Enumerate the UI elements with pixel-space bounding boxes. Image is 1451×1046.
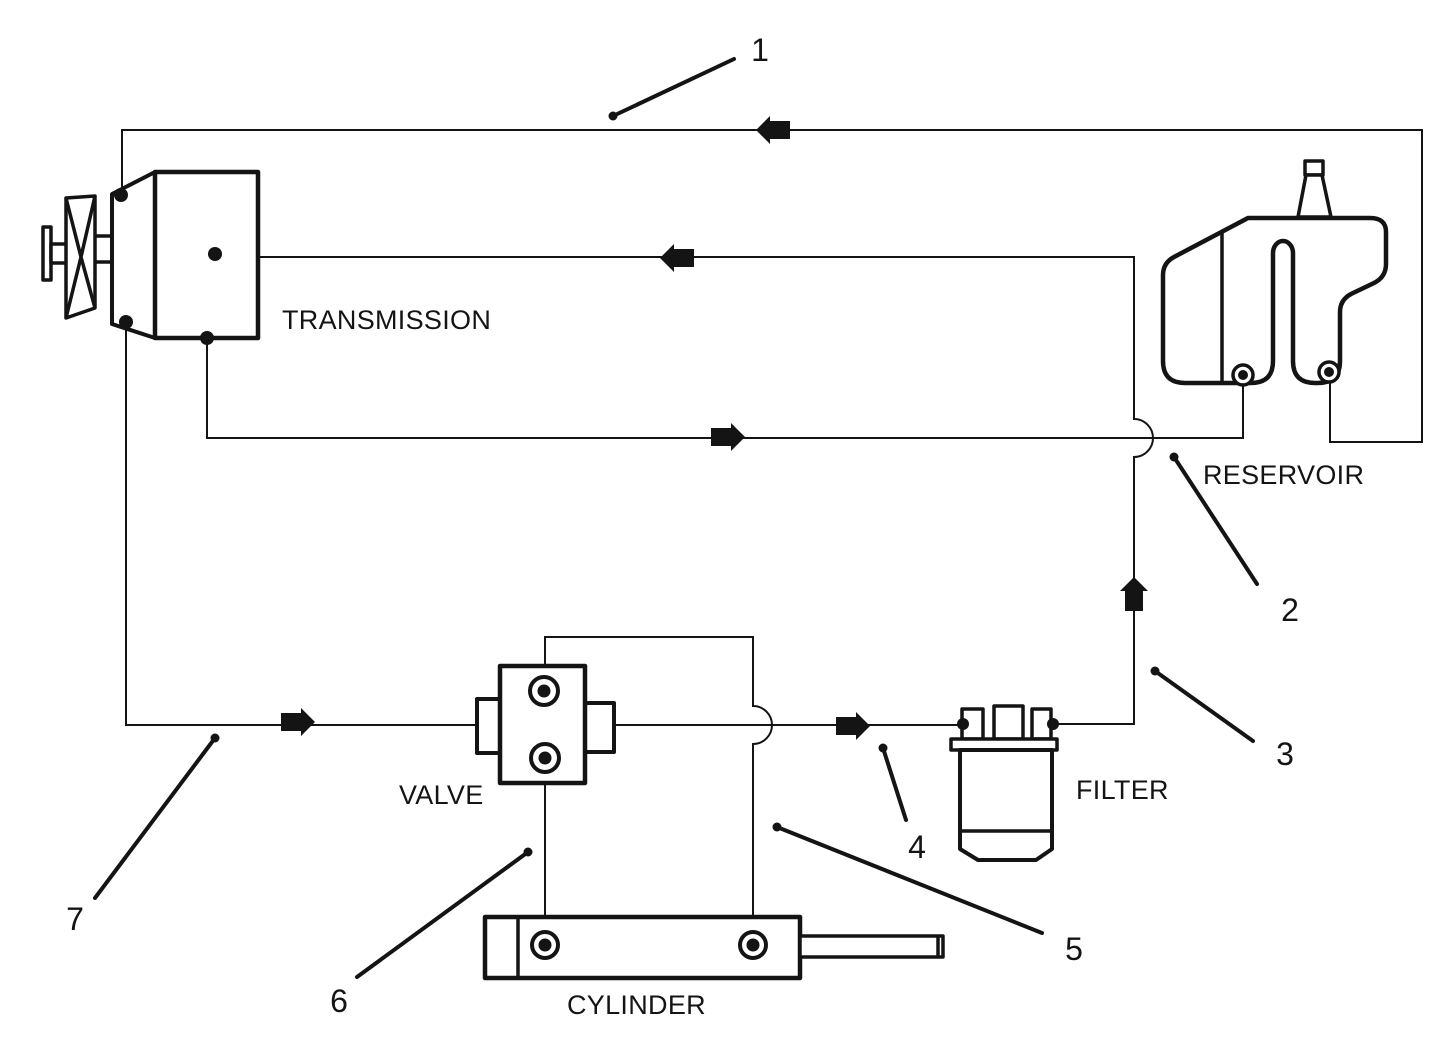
- cylinder-symbol: [482, 914, 945, 981]
- flow-arrow-right-icon: [836, 712, 870, 740]
- callout-3: 3: [1276, 736, 1294, 772]
- leader-3: [1150, 666, 1255, 743]
- callout-5: 5: [1065, 931, 1083, 967]
- filter-canister: [958, 748, 1054, 862]
- valve-left-tab: [475, 697, 503, 755]
- valve-port-top: [528, 675, 560, 707]
- cylinder-port-left: [530, 930, 560, 960]
- callout-7: 7: [66, 901, 84, 937]
- filter-port-right: [1047, 718, 1059, 730]
- leader-6: [355, 847, 533, 979]
- transmission-port-top: [114, 188, 128, 202]
- cylinder-rod: [798, 934, 945, 959]
- pipe-transmission-to-valve: [125, 322, 477, 726]
- transmission-hub: [95, 234, 112, 264]
- transmission-label: TRANSMISSION: [282, 305, 491, 335]
- transmission-body: [152, 169, 261, 341]
- reservoir-port-right: [1317, 360, 1341, 384]
- valve-right-tab: [582, 701, 616, 754]
- reservoir-filler-cap: [1303, 159, 1325, 177]
- callout-1: 1: [751, 32, 769, 68]
- leader-5: [772, 822, 1044, 935]
- flow-arrow-right-icon: [281, 708, 315, 736]
- callout-leaders: [93, 57, 1259, 979]
- reservoir-symbol: [1160, 159, 1389, 387]
- valve-symbol: [475, 663, 616, 786]
- callout-6: 6: [330, 983, 348, 1019]
- callout-2: 2: [1281, 592, 1299, 628]
- reservoir-filler-neck: [1296, 173, 1333, 219]
- transmission-port-center: [208, 247, 222, 261]
- transmission-symbol: [41, 169, 261, 345]
- flow-arrow-right-icon: [711, 423, 745, 451]
- transmission-pulley-icon: [64, 194, 97, 320]
- transmission-port-bottom: [200, 331, 214, 345]
- leader-7: [93, 733, 220, 900]
- filter-port-left: [957, 718, 969, 730]
- leader-1: [608, 57, 736, 121]
- valve-label: VALVE: [399, 780, 484, 810]
- filter-symbol: [949, 704, 1059, 862]
- callout-numbers: 1 2 3 4 5 6 7: [66, 32, 1299, 1019]
- transmission-port-bottom-left: [119, 315, 133, 329]
- reservoir-label: RESERVOIR: [1203, 460, 1364, 490]
- flow-arrow-left-icon: [660, 244, 694, 272]
- labels: TRANSMISSION RESERVOIR VALVE FILTER CYLI…: [282, 305, 1364, 1020]
- flow-arrow-up-icon: [1120, 577, 1148, 611]
- leader-2: [1169, 452, 1259, 586]
- leader-4: [878, 743, 908, 822]
- pipe-transmission-to-reservoir: [206, 338, 1244, 439]
- reservoir-port-left: [1231, 363, 1255, 387]
- cylinder-port-right: [738, 930, 768, 960]
- flow-arrow-left-icon: [756, 116, 790, 144]
- flow-arrows: [281, 116, 1148, 740]
- pipe-reservoir-to-transmission: [121, 129, 1423, 443]
- filter-label: FILTER: [1076, 775, 1169, 805]
- pipe-valve-to-cylinder-right: [544, 636, 773, 931]
- filter-fitting-center: [992, 704, 1025, 741]
- cylinder-label: CYLINDER: [567, 990, 706, 1020]
- valve-port-bottom: [529, 742, 561, 774]
- callout-4: 4: [908, 829, 926, 865]
- reservoir-tank: [1160, 215, 1389, 386]
